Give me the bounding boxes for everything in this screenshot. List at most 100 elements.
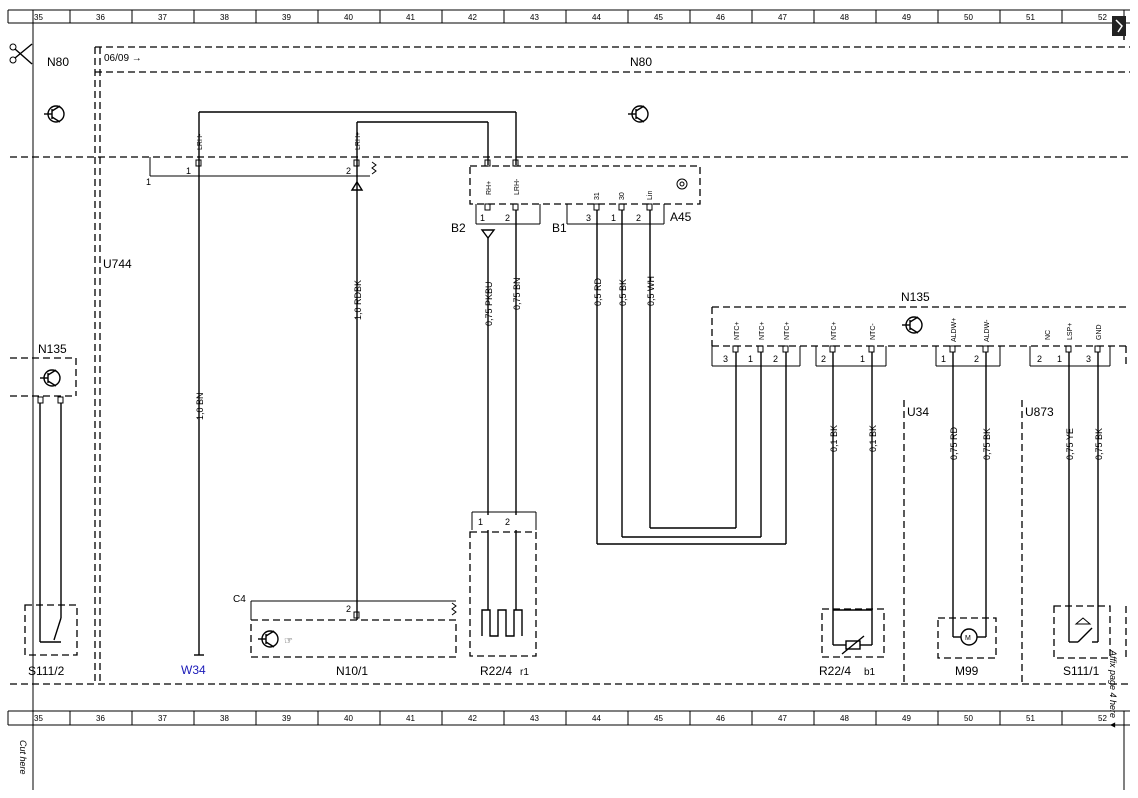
pin-1-label: 1	[186, 166, 191, 176]
connector-1-label: 1	[146, 177, 151, 187]
n135-pin-1c: 1	[941, 354, 946, 364]
a45-pin-3: 3	[586, 213, 591, 223]
ruler-col-36: 36	[96, 13, 105, 22]
ruler-col-44: 44	[592, 13, 601, 22]
ruler-col-43: 43	[530, 13, 539, 22]
a45-pin-2b: 2	[636, 213, 641, 223]
b1-label: B1	[552, 221, 567, 235]
r1-suffix: r1	[520, 667, 529, 678]
ruler-bottom-col-40: 40	[344, 714, 353, 723]
n135-pin-2: 2	[773, 354, 778, 364]
r22-4-r1-heater	[469, 511, 537, 657]
n135-left-block	[10, 357, 77, 608]
n135-pin-1d: 1	[1057, 354, 1062, 364]
a45-pin-1b: 1	[611, 213, 616, 223]
a45-pin-1: 1	[480, 213, 485, 223]
ruler-bottom-col-37: 37	[158, 714, 167, 723]
ruler-bottom-col-41: 41	[406, 714, 415, 723]
ruler-col-46: 46	[716, 13, 725, 22]
pin-31: 31	[594, 192, 601, 200]
s111-2-switch	[24, 604, 78, 656]
wire-0-1-bk-a: 0,1 BK	[829, 425, 839, 452]
ruler-col-51: 51	[1026, 13, 1035, 22]
b1-suffix: b1	[864, 667, 876, 678]
wire-0-5-wh: 0,5 WH	[646, 276, 656, 306]
u34-label: U34	[907, 405, 929, 419]
b2-label: B2	[451, 221, 466, 235]
pin-ntc-plus-d: NTC+	[831, 322, 838, 340]
pin-lrh-minus: LRH-	[197, 133, 204, 150]
n10-1-module	[250, 600, 457, 658]
ruler-bottom-col-46: 46	[716, 714, 725, 723]
hand-pointer-icon: ☞	[284, 636, 293, 647]
ruler-bottom-col-52: 52	[1098, 714, 1107, 723]
n135-right-label: N135	[901, 290, 930, 304]
s111-1-label: S111/1	[1063, 664, 1100, 678]
n135-pin-1b: 1	[860, 354, 865, 364]
n135-left-label: N135	[38, 342, 67, 356]
a45-label: A45	[670, 210, 692, 224]
cut-here-text: Cut here	[18, 740, 28, 775]
pin-aldw-minus: ALDW-	[984, 319, 991, 342]
ruler-bottom-col-35: 35	[34, 714, 43, 723]
ruler-col-39: 39	[282, 13, 291, 22]
wire-0-5-rd: 0,5 RD	[593, 277, 603, 306]
wire-0-75-pkbu: 0,75 PKBU	[484, 281, 494, 326]
s111-1-switch	[1053, 605, 1111, 659]
n135-pin-1: 1	[748, 354, 753, 364]
pin-ntc-plus-b: NTC+	[759, 322, 766, 340]
ruler-bottom-col-39: 39	[282, 714, 291, 723]
n135-pin-2d: 2	[1037, 354, 1042, 364]
pin-gnd: GND	[1096, 324, 1103, 340]
n80-frame	[10, 46, 1130, 685]
ruler-bottom-col-42: 42	[468, 714, 477, 723]
wire-1-0-rdbk: 1,0 RDBK	[353, 280, 363, 320]
wire-0-75-bk: 0,75 BK	[982, 428, 992, 460]
scissors-icon	[9, 43, 33, 65]
ruler-col-41: 41	[406, 13, 415, 22]
pin-ntc-plus-c: NTC+	[784, 322, 791, 340]
n10-1-label: N10/1	[336, 664, 368, 678]
w34-label: W34	[181, 663, 206, 677]
ruler-col-47: 47	[778, 13, 787, 22]
wire-0-75-bn: 0,75 BN	[512, 277, 522, 310]
ruler-col-40: 40	[344, 13, 353, 22]
ruler-bottom-col-36: 36	[96, 714, 105, 723]
pin-2-label: 2	[346, 166, 351, 176]
ruler-col-37: 37	[158, 13, 167, 22]
u873-label: U873	[1025, 405, 1054, 419]
transistor-icon	[628, 105, 649, 123]
ruler-col-38: 38	[220, 13, 229, 22]
wire-0-75-ye: 0,75 YE	[1065, 428, 1075, 460]
ruler-bottom-col-43: 43	[530, 714, 539, 723]
ruler-col-50: 50	[964, 13, 973, 22]
ruler-col-42: 42	[468, 13, 477, 22]
wire-0-75-bk-2: 0,75 BK	[1094, 428, 1104, 460]
bottom-ruler: 35 36 37 38 39 40 41 42 43 44 45 46 47 4…	[7, 710, 1130, 726]
pin-lrh-plus: LRH+	[355, 132, 362, 150]
pin-30: 30	[619, 192, 626, 200]
wire-0-5-bk: 0,5 BK	[618, 279, 628, 306]
a45-module	[469, 159, 701, 240]
n135-pin-2b: 2	[821, 354, 826, 364]
wire-0-1-bk-b: 0,1 BK	[868, 425, 878, 452]
n80-left-label: N80	[47, 55, 69, 69]
ruler-col-49: 49	[902, 13, 911, 22]
n80-main-label: N80	[630, 55, 652, 69]
pin-aldw-plus: ALDW+	[951, 318, 958, 342]
lrh-wiring	[149, 111, 517, 656]
n135-pin-3: 3	[723, 354, 728, 364]
n135-pin-2c: 2	[974, 354, 979, 364]
ruler-bottom-col-50: 50	[964, 714, 973, 723]
a45-wiring	[487, 210, 787, 545]
wire-0-75-rd: 0,75 RD	[949, 426, 959, 460]
s111-2-label: S111/2	[28, 664, 65, 678]
pin-ntc-minus: NTC-	[870, 323, 877, 340]
r22-4-b1-sensor	[821, 608, 885, 658]
ruler-col-52: 52	[1098, 13, 1107, 22]
pin-lrh-minus-a45: LRH-	[514, 178, 521, 195]
pin-rh-plus: RH+	[486, 181, 493, 195]
ruler-bottom-col-48: 48	[840, 714, 849, 723]
motor-m-icon: M	[965, 635, 971, 642]
